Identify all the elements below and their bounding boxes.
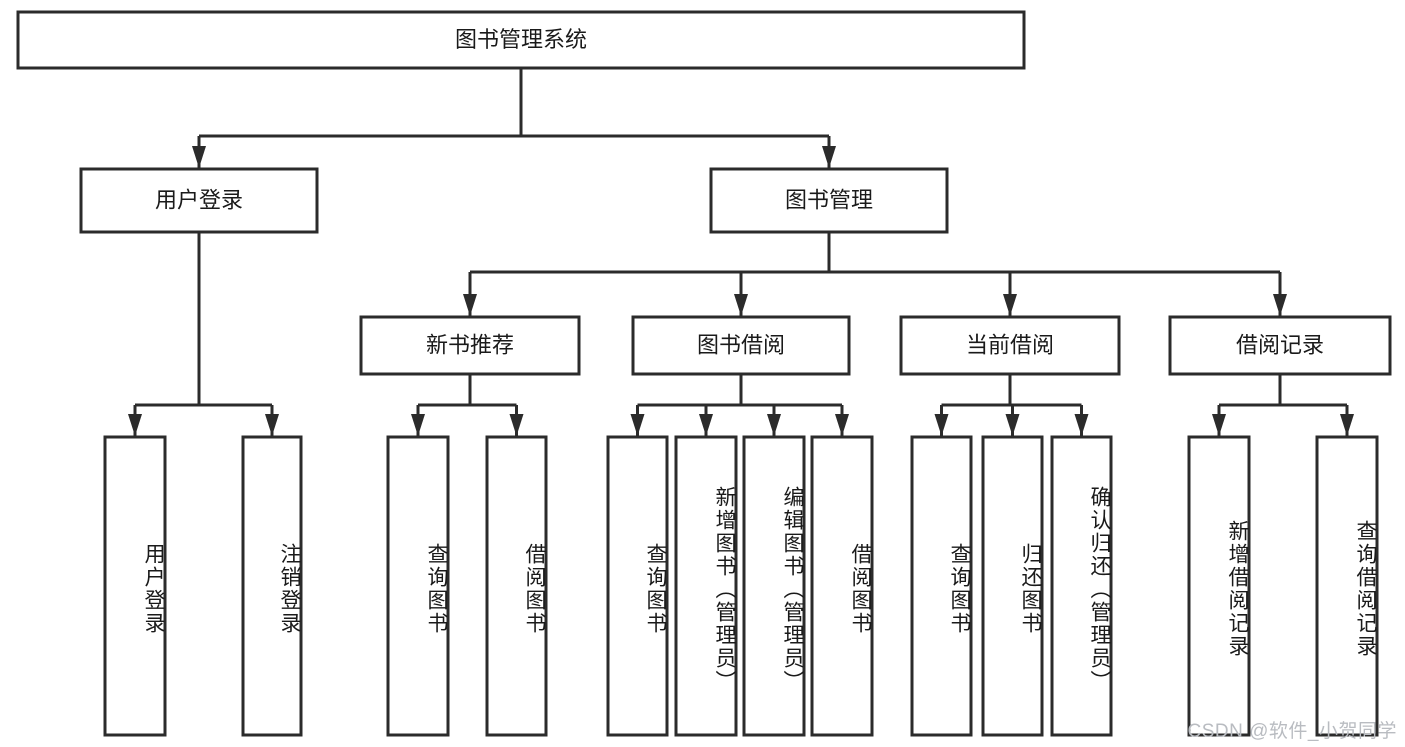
leaf-label: 借阅图书 bbox=[849, 543, 872, 635]
arrow-to-leaf-borrow-book-2 bbox=[835, 414, 849, 436]
leaf-label: 新增图书（管理员） bbox=[713, 485, 736, 693]
level2-user-login[interactable]: 用户登录 bbox=[79, 167, 319, 234]
level3-box[interactable] bbox=[631, 315, 851, 376]
leaf-box[interactable] bbox=[742, 435, 806, 737]
leaf-leaf-query-book-3[interactable]: 查询图书 bbox=[910, 435, 973, 737]
leaf-label-wrapper: 新增借阅记录 bbox=[1226, 520, 1249, 658]
level3-book-borrow[interactable]: 图书借阅 bbox=[631, 315, 851, 376]
leaf-leaf-borrow-book-1[interactable]: 借阅图书 bbox=[485, 435, 548, 737]
arrow-to-leaf-borrow-book-1 bbox=[509, 414, 524, 436]
level2-label: 用户登录 bbox=[155, 187, 243, 212]
leaf-leaf-edit-book[interactable]: 编辑图书（管理员） bbox=[742, 435, 806, 737]
leaf-label: 新增借阅记录 bbox=[1226, 520, 1249, 658]
arrow-to-leaf-query-record bbox=[1340, 414, 1354, 436]
leaf-leaf-return-book[interactable]: 归还图书 bbox=[981, 435, 1044, 737]
leaf-box[interactable] bbox=[810, 435, 874, 737]
leaf-label: 查询图书 bbox=[948, 543, 971, 635]
root-label: 图书管理系统 bbox=[455, 27, 587, 52]
leaf-leaf-query-book-2[interactable]: 查询图书 bbox=[606, 435, 669, 737]
root-root[interactable]: 图书管理系统 bbox=[16, 10, 1026, 70]
arrow-to-leaf-query-book-2 bbox=[630, 414, 645, 436]
arrow-to-leaf-confirm-return bbox=[1074, 414, 1089, 436]
level3-label: 借阅记录 bbox=[1236, 332, 1324, 357]
leaf-label: 借阅图书 bbox=[523, 543, 546, 635]
leaf-label-wrapper: 归还图书 bbox=[1019, 543, 1042, 635]
leaf-label-wrapper: 查询借阅记录 bbox=[1354, 520, 1377, 658]
leaf-label: 归还图书 bbox=[1019, 543, 1042, 635]
leaf-leaf-add-record[interactable]: 新增借阅记录 bbox=[1187, 435, 1251, 737]
arrow-to-leaf-query-book-1 bbox=[411, 414, 425, 436]
node-layer: 图书管理系统用户登录图书管理新书推荐图书借阅当前借阅借阅记录用户登录注销登录查询… bbox=[16, 10, 1392, 737]
arrow-to-book-borrow bbox=[734, 294, 748, 316]
leaf-box[interactable] bbox=[103, 435, 167, 737]
leaf-leaf-confirm-return[interactable]: 确认归还（管理员） bbox=[1050, 435, 1113, 737]
connector-layer bbox=[128, 68, 1354, 436]
leaf-label-wrapper: 用户登录 bbox=[142, 543, 165, 635]
leaf-label: 查询借阅记录 bbox=[1354, 520, 1377, 658]
level2-box[interactable] bbox=[709, 167, 949, 234]
leaf-box[interactable] bbox=[981, 435, 1044, 737]
leaf-leaf-query-book-1[interactable]: 查询图书 bbox=[386, 435, 450, 737]
leaf-box[interactable] bbox=[386, 435, 450, 737]
arrow-to-leaf-logout bbox=[265, 414, 279, 436]
arrow-to-leaf-add-record bbox=[1212, 414, 1226, 436]
leaf-label-wrapper: 注销登录 bbox=[278, 543, 301, 635]
level3-box[interactable] bbox=[899, 315, 1121, 376]
arrow-to-leaf-return-book bbox=[1005, 414, 1020, 436]
arrow-to-borrow-record bbox=[1273, 294, 1287, 316]
level2-box[interactable] bbox=[79, 167, 319, 234]
level3-label: 当前借阅 bbox=[966, 332, 1054, 357]
leaf-box[interactable] bbox=[1050, 435, 1113, 737]
level3-box[interactable] bbox=[359, 315, 581, 376]
leaf-box[interactable] bbox=[910, 435, 973, 737]
arrow-to-leaf-user-login bbox=[128, 414, 142, 436]
leaf-label-wrapper: 查询图书 bbox=[425, 543, 448, 635]
leaf-label: 编辑图书（管理员） bbox=[781, 485, 804, 693]
leaf-box[interactable] bbox=[1187, 435, 1251, 737]
leaf-label-wrapper: 查询图书 bbox=[948, 543, 971, 635]
arrow-to-current-borrow bbox=[1003, 294, 1017, 316]
arrow-to-book-manage bbox=[822, 146, 836, 168]
arrow-to-leaf-query-book-3 bbox=[934, 414, 949, 436]
leaf-label-wrapper: 借阅图书 bbox=[523, 543, 546, 635]
leaf-label-wrapper: 查询图书 bbox=[644, 543, 667, 635]
leaf-leaf-user-login[interactable]: 用户登录 bbox=[103, 435, 167, 737]
level3-new-book-recommend[interactable]: 新书推荐 bbox=[359, 315, 581, 376]
level3-label: 新书推荐 bbox=[426, 332, 514, 357]
level3-current-borrow[interactable]: 当前借阅 bbox=[899, 315, 1121, 376]
level2-book-manage[interactable]: 图书管理 bbox=[709, 167, 949, 234]
leaf-label: 注销登录 bbox=[278, 543, 301, 635]
leaf-box[interactable] bbox=[1315, 435, 1379, 737]
leaf-label-wrapper: 新增图书（管理员） bbox=[713, 485, 736, 693]
leaf-box[interactable] bbox=[241, 435, 303, 737]
level3-borrow-record[interactable]: 借阅记录 bbox=[1168, 315, 1392, 376]
leaf-label-wrapper: 编辑图书（管理员） bbox=[781, 485, 804, 693]
arrow-to-leaf-add-book bbox=[699, 414, 713, 436]
leaf-leaf-logout[interactable]: 注销登录 bbox=[241, 435, 303, 737]
leaf-label: 确认归还（管理员） bbox=[1088, 485, 1111, 693]
leaf-label: 用户登录 bbox=[142, 543, 165, 635]
root-box[interactable] bbox=[16, 10, 1026, 70]
arrow-to-user-login bbox=[192, 146, 206, 168]
leaf-leaf-borrow-book-2[interactable]: 借阅图书 bbox=[810, 435, 874, 737]
leaf-leaf-query-record[interactable]: 查询借阅记录 bbox=[1315, 435, 1379, 737]
leaf-label: 查询图书 bbox=[644, 543, 667, 635]
leaf-box[interactable] bbox=[485, 435, 548, 737]
leaf-box[interactable] bbox=[674, 435, 738, 737]
arrow-to-new-book-recommend bbox=[463, 294, 477, 316]
leaf-label-wrapper: 确认归还（管理员） bbox=[1088, 485, 1111, 693]
leaf-leaf-add-book[interactable]: 新增图书（管理员） bbox=[674, 435, 738, 737]
level3-label: 图书借阅 bbox=[697, 332, 785, 357]
level2-label: 图书管理 bbox=[785, 187, 873, 212]
arrow-to-leaf-edit-book bbox=[767, 414, 781, 436]
leaf-label-wrapper: 借阅图书 bbox=[849, 543, 872, 635]
level3-box[interactable] bbox=[1168, 315, 1392, 376]
leaf-box[interactable] bbox=[606, 435, 669, 737]
leaf-label: 查询图书 bbox=[425, 543, 448, 635]
